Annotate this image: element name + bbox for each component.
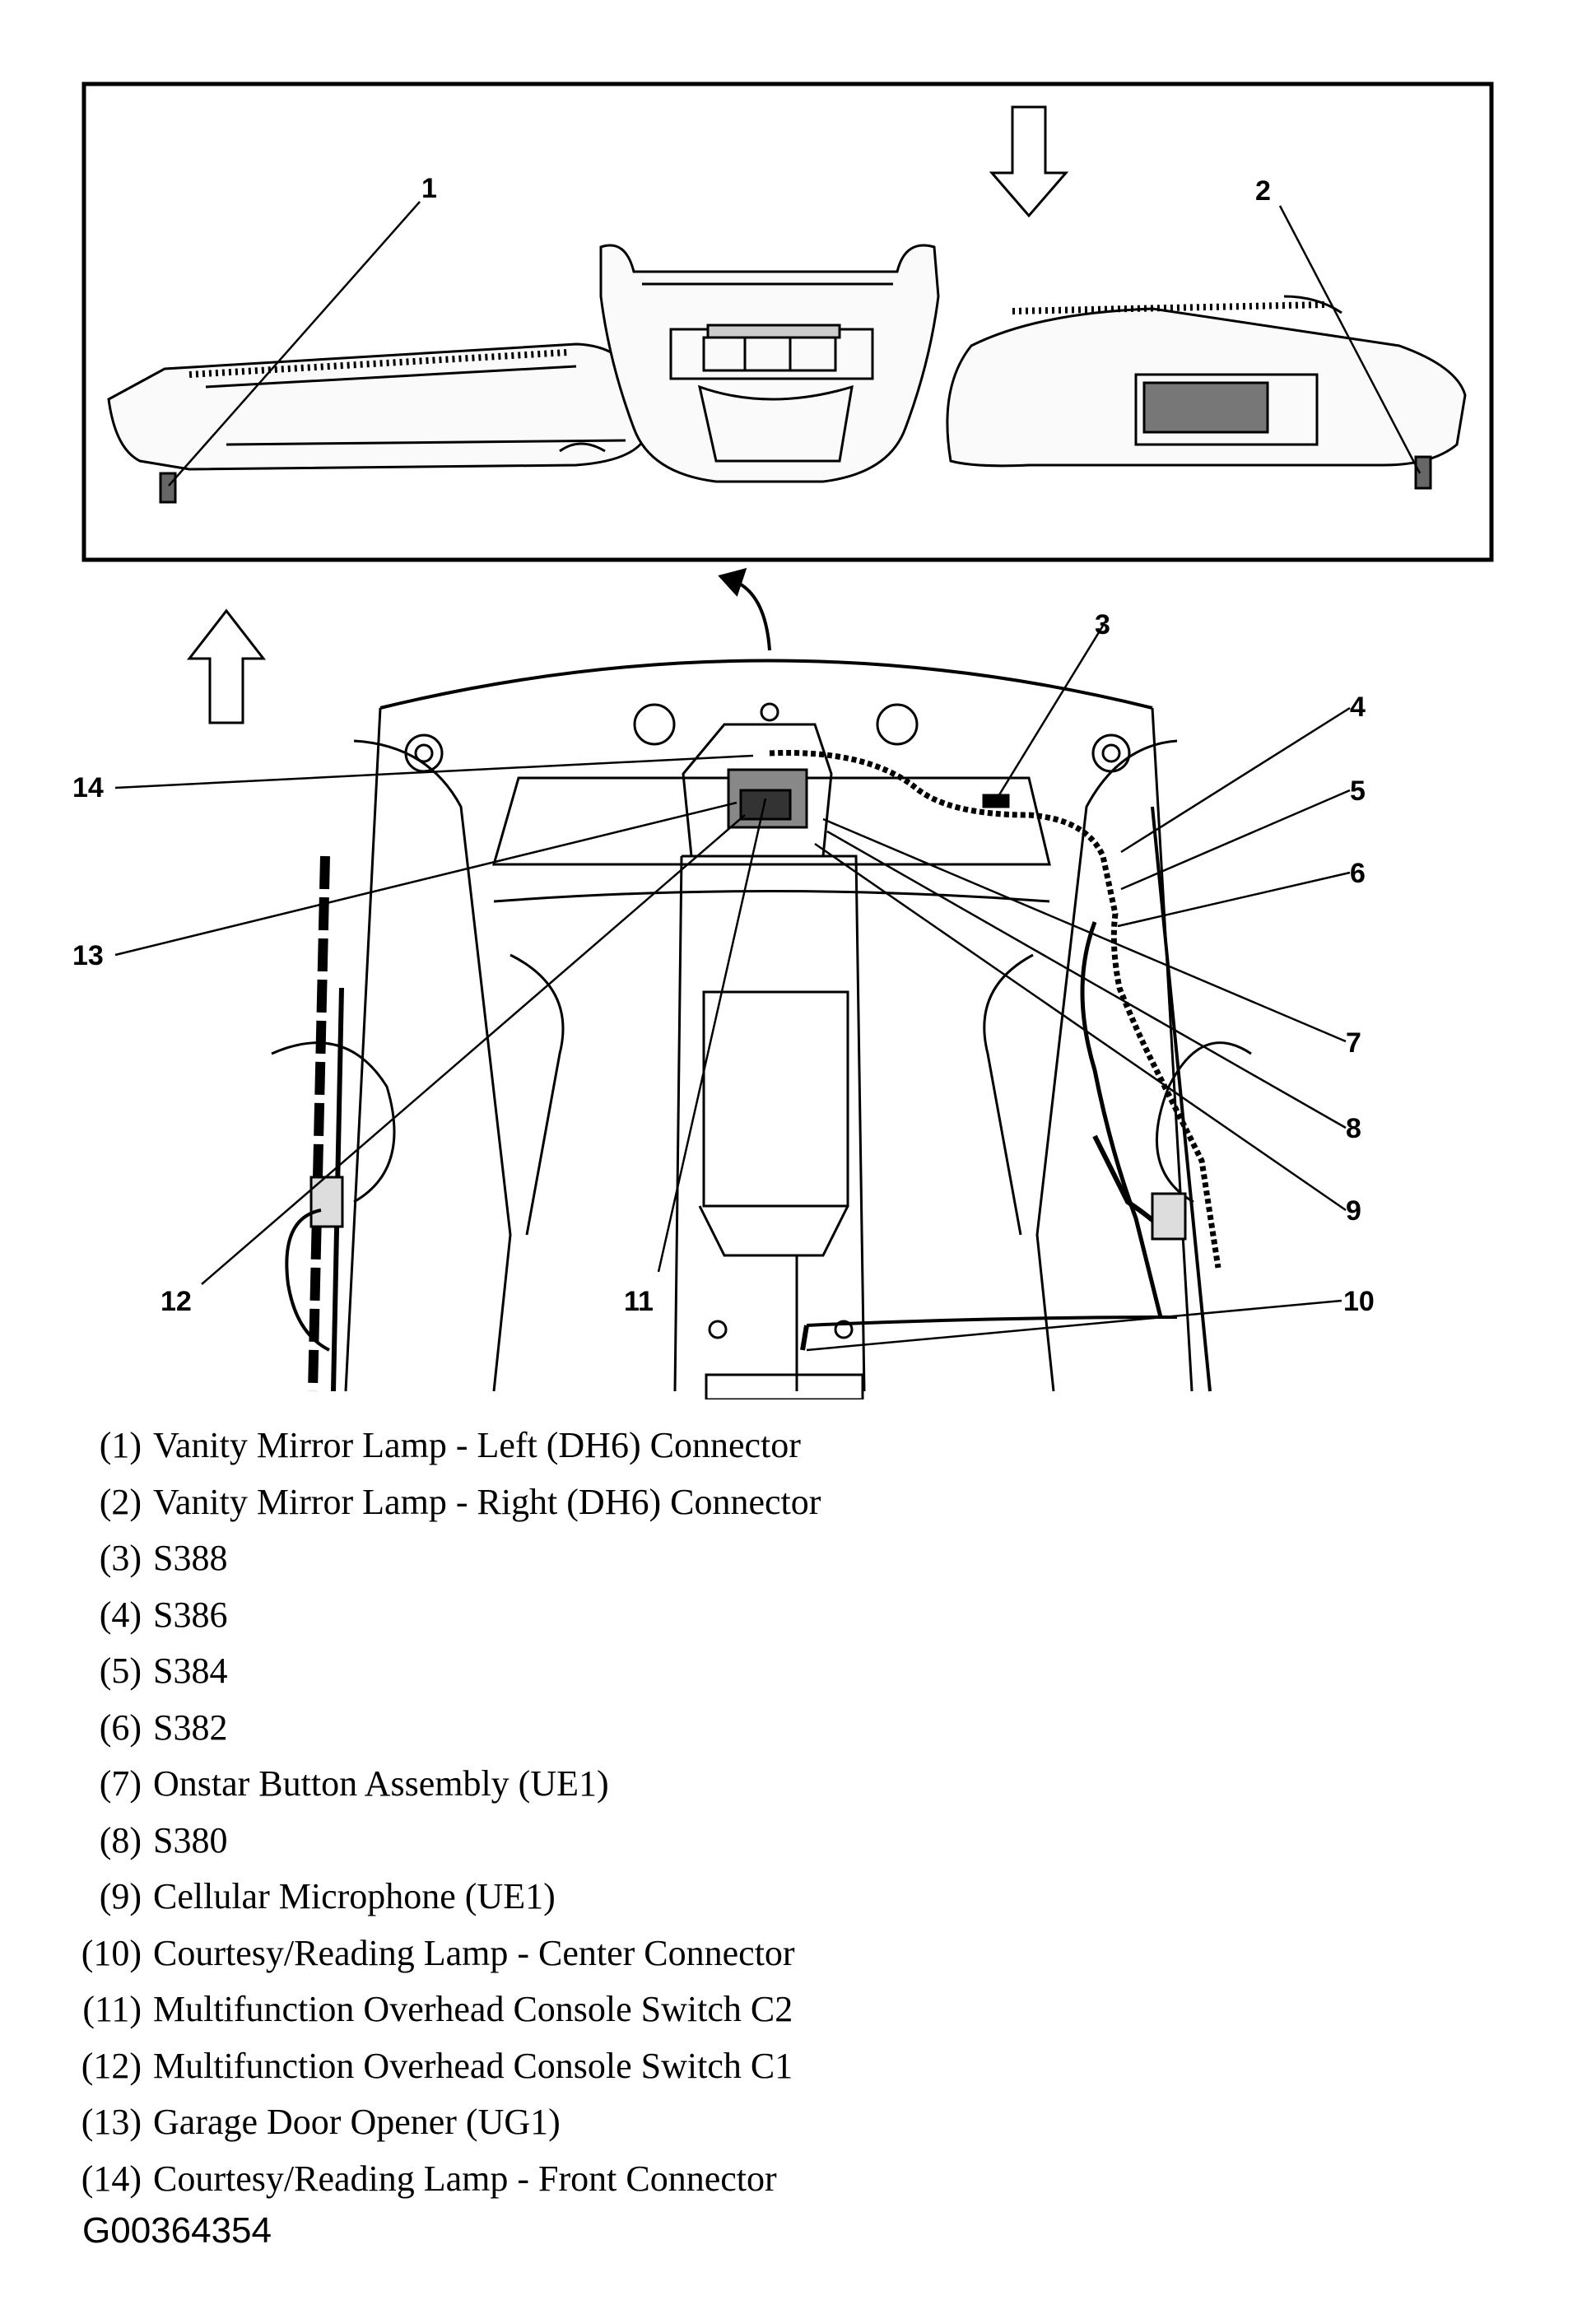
callout-9: 9 xyxy=(1346,1195,1361,1227)
leader-line-8 xyxy=(826,830,1347,1129)
legend-item: (11) Multifunction Overhead Console Switc… xyxy=(67,1981,1549,2038)
callout-14: 14 xyxy=(72,772,104,803)
legend-item: (10) Courtesy/Reading Lamp - Center Conne… xyxy=(67,1926,1549,1982)
callout-5: 5 xyxy=(1350,775,1366,807)
legend-text: S388 xyxy=(153,1538,228,1578)
callout-10: 10 xyxy=(1343,1286,1375,1317)
callout-8: 8 xyxy=(1346,1113,1361,1144)
leader-line-9 xyxy=(814,842,1347,1212)
legend-list: (1) Vanity Mirror Lamp - Left (DH6) Conne… xyxy=(67,1418,1549,2207)
legend-text: Vanity Mirror Lamp - Left (DH6) Connecto… xyxy=(153,1425,801,1465)
leader-line-4 xyxy=(1120,706,1351,854)
legend-item: (13) Garage Door Opener (UG1) xyxy=(67,2094,1549,2151)
legend-number: (13) xyxy=(81,2102,142,2142)
legend-item: (4) S386 xyxy=(67,1587,1549,1644)
legend-item: (1) Vanity Mirror Lamp - Left (DH6) Conne… xyxy=(67,1418,1549,1474)
legend-number: (10) xyxy=(81,1932,142,1973)
leader-line-7 xyxy=(822,817,1347,1043)
callout-4: 4 xyxy=(1350,692,1366,723)
legend-number: (2) xyxy=(99,1481,142,1522)
legend-item: (7) Onstar Button Assembly (UE1) xyxy=(67,1756,1549,1813)
legend-number: (3) xyxy=(99,1538,142,1578)
legend-number: (4) xyxy=(99,1594,142,1635)
legend-text: Courtesy/Reading Lamp - Center Connector xyxy=(153,1932,795,1973)
leader-line-10 xyxy=(806,1299,1342,1352)
legend-text: Onstar Button Assembly (UE1) xyxy=(153,1763,609,1804)
legend-item: (5) S384 xyxy=(67,1643,1549,1700)
callout-3: 3 xyxy=(1095,609,1110,640)
legend-item: (3) S388 xyxy=(67,1530,1549,1587)
legend-number: (9) xyxy=(99,1876,142,1916)
leader-line-1 xyxy=(168,201,421,487)
left-sun-visor xyxy=(107,342,648,504)
leader-line-2 xyxy=(1278,205,1422,474)
legend-number: (14) xyxy=(81,2158,142,2199)
legend-item: (6) S382 xyxy=(67,1700,1549,1757)
legend-number: (7) xyxy=(99,1763,142,1804)
legend-text: S380 xyxy=(153,1819,228,1860)
leader-line-6 xyxy=(1117,871,1351,928)
right-sun-visor xyxy=(946,295,1467,490)
legend-number: (1) xyxy=(99,1425,142,1465)
up-arrow-icon xyxy=(186,608,267,724)
headliner-view xyxy=(114,567,1351,1399)
leader-line-13 xyxy=(114,801,738,957)
headliner-wiring-diagram: 1 2 3 4 5 6 7 8 9 10 11 12 13 14 xyxy=(72,81,1494,1399)
overhead-console xyxy=(599,244,940,483)
inset-detail-view xyxy=(81,81,1494,562)
callout-6: 6 xyxy=(1350,858,1366,889)
leader-line-11 xyxy=(657,798,767,1273)
leader-line-12 xyxy=(201,814,746,1285)
callout-11: 11 xyxy=(624,1286,654,1317)
legend-text: Courtesy/Reading Lamp - Front Connector xyxy=(153,2158,777,2199)
legend-text: Multifunction Overhead Console Switch C1 xyxy=(153,2045,793,2086)
callout-labels: 1 2 3 4 5 6 7 8 9 10 11 12 13 14 xyxy=(72,173,1375,1317)
legend-item: (2) Vanity Mirror Lamp - Right (DH6) Conn… xyxy=(67,1474,1549,1531)
legend-text: S386 xyxy=(153,1594,228,1635)
legend-item: (12) Multifunction Overhead Console Switc… xyxy=(67,2038,1549,2095)
callout-13: 13 xyxy=(72,940,104,971)
legend-number: (12) xyxy=(81,2045,142,2086)
legend-number: (6) xyxy=(99,1707,142,1748)
legend-text: Cellular Microphone (UE1) xyxy=(153,1876,556,1916)
legend-item: (8) S380 xyxy=(67,1813,1549,1870)
legend-item: (9) Cellular Microphone (UE1) xyxy=(67,1869,1549,1926)
legend-text: Garage Door Opener (UG1) xyxy=(153,2102,561,2142)
legend-item: (14) Courtesy/Reading Lamp - Front Connec… xyxy=(67,2151,1549,2208)
down-arrow-icon xyxy=(989,105,1069,218)
legend-number: (5) xyxy=(99,1651,142,1691)
callout-1: 1 xyxy=(421,173,437,204)
callout-7: 7 xyxy=(1346,1027,1361,1059)
leader-line-5 xyxy=(1120,789,1351,891)
figure-id: G00364354 xyxy=(82,2210,272,2251)
legend-text: S384 xyxy=(153,1651,228,1691)
callout-12: 12 xyxy=(161,1286,192,1317)
legend-text: Vanity Mirror Lamp - Right (DH6) Connect… xyxy=(153,1481,821,1522)
leader-line-3 xyxy=(994,625,1105,801)
legend-number: (11) xyxy=(82,1989,142,2029)
legend-text: Multifunction Overhead Console Switch C2 xyxy=(153,1989,793,2029)
legend-text: S382 xyxy=(153,1707,228,1748)
legend-number: (8) xyxy=(99,1819,142,1860)
leader-line-14 xyxy=(114,754,754,789)
inset-frame xyxy=(81,81,1494,562)
callout-2: 2 xyxy=(1255,175,1271,207)
wiring-harness xyxy=(769,750,1221,1269)
